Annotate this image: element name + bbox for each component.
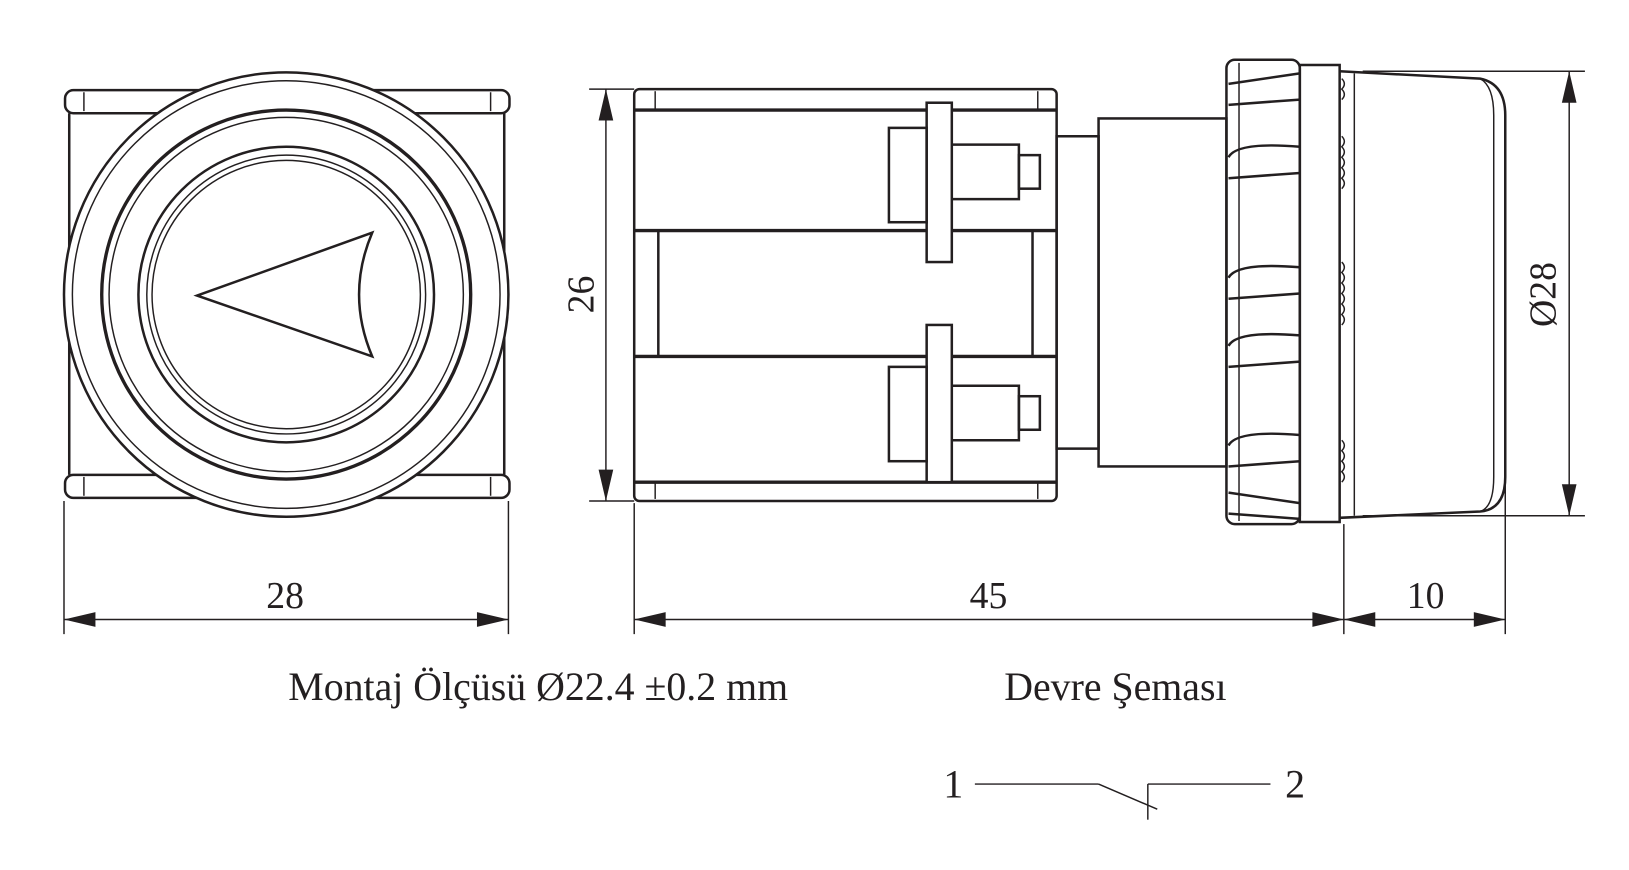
bezel-flange <box>1225 58 1302 526</box>
dimension-lines <box>63 70 1585 635</box>
arrow-left-icon <box>193 230 375 359</box>
mounting-label: Montaj Ölçüsü Ø22.4 ±0.2 mm <box>288 665 788 709</box>
dim-cap-diameter: Ø28 <box>1523 262 1565 327</box>
push-button <box>137 145 436 444</box>
circuit-diagram <box>974 783 1271 820</box>
lower-latch <box>925 323 954 484</box>
upper-latch <box>925 101 954 264</box>
dim-body-length: 45 <box>970 575 1008 617</box>
circuit-title: Devre Şeması <box>1004 665 1226 709</box>
collar <box>1097 117 1228 468</box>
button-cap <box>1339 70 1507 520</box>
front-view <box>62 71 511 519</box>
dim-body-height: 26 <box>560 276 602 314</box>
dim-cap-length: 10 <box>1407 575 1445 617</box>
side-view <box>632 58 1507 526</box>
inner-ring <box>100 108 473 481</box>
dim-front-width: 28 <box>266 575 304 617</box>
terminal-2: 2 <box>1285 763 1305 807</box>
terminal-1: 1 <box>943 763 963 807</box>
outer-bezel <box>62 71 510 519</box>
